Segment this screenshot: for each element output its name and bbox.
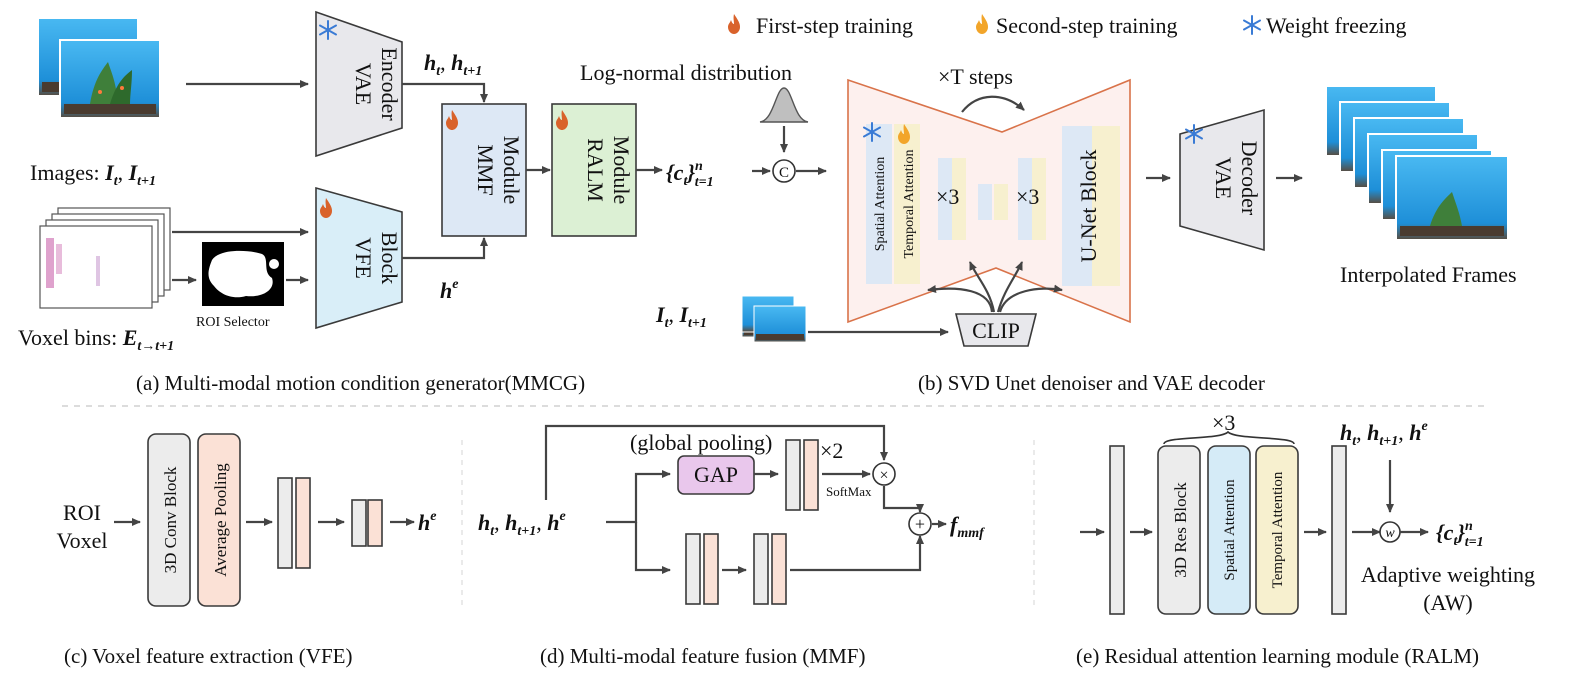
- voxel-label: Voxel bins: Et→t+1: [18, 325, 174, 354]
- conv-block: [147, 433, 191, 607]
- ht-label: ht, ht+1: [424, 50, 482, 79]
- res-block: [1157, 445, 1201, 615]
- svg-text:+: +: [915, 514, 925, 534]
- roi-mask: [202, 242, 284, 306]
- ralm-times3: ×3: [1212, 410, 1235, 435]
- svg-text:Module: Module: [609, 136, 634, 204]
- vae-decoder: VAE Decoder: [1179, 108, 1265, 252]
- caption-e: (e) Residual attention learning module (…: [1076, 644, 1479, 668]
- svg-text:×2: ×2: [820, 438, 843, 463]
- svg-text:Average Pooling: Average Pooling: [211, 463, 230, 577]
- ralm-temporal-attn: [1255, 445, 1299, 615]
- log-normal-label: Log-normal distribution: [580, 60, 792, 85]
- interpolated-label: Interpolated Frames: [1340, 262, 1517, 287]
- svg-text:VFE: VFE: [351, 237, 376, 279]
- svg-text:VAE: VAE: [1211, 157, 1236, 199]
- add-node: [908, 512, 932, 536]
- unet-block-label: U-Net Block: [1076, 149, 1101, 262]
- svg-text:×: ×: [879, 467, 888, 484]
- svg-text:3D Res Block: 3D Res Block: [1171, 482, 1190, 578]
- svg-text:Voxel: Voxel: [57, 528, 108, 553]
- voxel-bins: [39, 207, 171, 309]
- svd-panel: ×T steps Spatial Attention Temporal Atte…: [655, 64, 1517, 395]
- concat-node: [772, 159, 796, 183]
- svg-text:w: w: [1385, 526, 1395, 541]
- mmf-module: MMF Module: [441, 103, 527, 237]
- svg-text:Temporal Attention: Temporal Attention: [902, 149, 917, 258]
- svg-text:SoftMax: SoftMax: [826, 484, 872, 499]
- mmf-panel: ht, ht+1, he (global pooling) GAP ×2 Sof…: [478, 424, 985, 668]
- svg-text:RALM: RALM: [583, 138, 608, 202]
- caption-c: (c) Voxel feature extraction (VFE): [64, 644, 352, 668]
- ralm-input: ht, ht+1, he: [1340, 419, 1428, 449]
- svg-text:Adaptive weighting: Adaptive weighting: [1361, 562, 1535, 587]
- ralm-panel: ×3 3D Res Block Spatial Attention Tempor…: [1076, 410, 1535, 668]
- svg-text:(AW): (AW): [1423, 590, 1473, 615]
- svg-text:C: C: [779, 165, 789, 181]
- svg-text:MMF: MMF: [473, 144, 498, 195]
- spatial-attn-col: [866, 124, 892, 284]
- clip-block: [954, 313, 1038, 347]
- interpolated-frames: [1325, 85, 1509, 241]
- roi-selector-label: ROI Selector: [196, 315, 270, 330]
- snowflake-icon: [1243, 15, 1261, 35]
- mmf-output: fmmf: [950, 512, 985, 541]
- avg-pool-block: [197, 433, 241, 607]
- vae-encoder: VAE Encoder: [315, 10, 403, 158]
- flame-second-icon: [976, 14, 988, 34]
- temporal-attn-col: [894, 124, 920, 284]
- legend-freeze: Weight freezing: [1266, 13, 1407, 38]
- mmcg-panel: Images: It, It+1 Voxel bins: Et→t+1 ROI …: [18, 10, 827, 395]
- ralm-module: RALM Module: [551, 103, 637, 237]
- mmf-input: ht, ht+1, he: [478, 509, 566, 539]
- svg-text:VAE: VAE: [351, 63, 376, 105]
- images-label: Images: It, It+1: [30, 160, 156, 189]
- global-pooling-label: (global pooling): [630, 430, 772, 455]
- svg-text:3D Conv Block: 3D Conv Block: [161, 466, 180, 573]
- flame-first-icon: [728, 14, 740, 34]
- svg-text:Decoder: Decoder: [1237, 141, 1262, 216]
- steps-label: ×T steps: [938, 64, 1013, 89]
- svg-text:Spatial Attention: Spatial Attention: [873, 157, 888, 252]
- multiply-node: [872, 462, 896, 486]
- svg-text:×3: ×3: [1016, 184, 1039, 209]
- vfe-panel: ROI Voxel 3D Conv Block Average Pooling …: [57, 433, 436, 668]
- input-images: [37, 17, 161, 119]
- svg-text:CLIP: CLIP: [972, 318, 1020, 343]
- ralm-spatial-attn: [1207, 445, 1251, 615]
- legend-first-step: First-step training: [756, 13, 913, 38]
- vfe-block: VFE Block: [315, 186, 403, 330]
- caption-a: (a) Multi-modal motion condition generat…: [136, 371, 585, 395]
- svg-text:×3: ×3: [936, 184, 959, 209]
- svg-text:GAP: GAP: [694, 462, 738, 487]
- caption-d: (d) Multi-modal feature fusion (MMF): [540, 644, 865, 668]
- legend-second-step: Second-step training: [996, 13, 1177, 38]
- clip-input-label: It, It+1: [655, 302, 707, 331]
- svg-text:Temporal Attention: Temporal Attention: [1270, 471, 1286, 588]
- vfe-output: he: [418, 509, 436, 535]
- svg-text:ROI: ROI: [63, 500, 101, 525]
- legend: First-step training Second-step training…: [728, 13, 1407, 38]
- caption-b: (b) SVD Unet denoiser and VAE decoder: [918, 371, 1265, 395]
- svg-text:Spatial Attention: Spatial Attention: [1222, 479, 1238, 581]
- svg-text:Encoder: Encoder: [377, 47, 402, 121]
- svg-text:Module: Module: [499, 136, 524, 204]
- svg-text:Block: Block: [377, 232, 402, 285]
- distribution-curve: [759, 87, 809, 123]
- he-label: he: [440, 277, 458, 303]
